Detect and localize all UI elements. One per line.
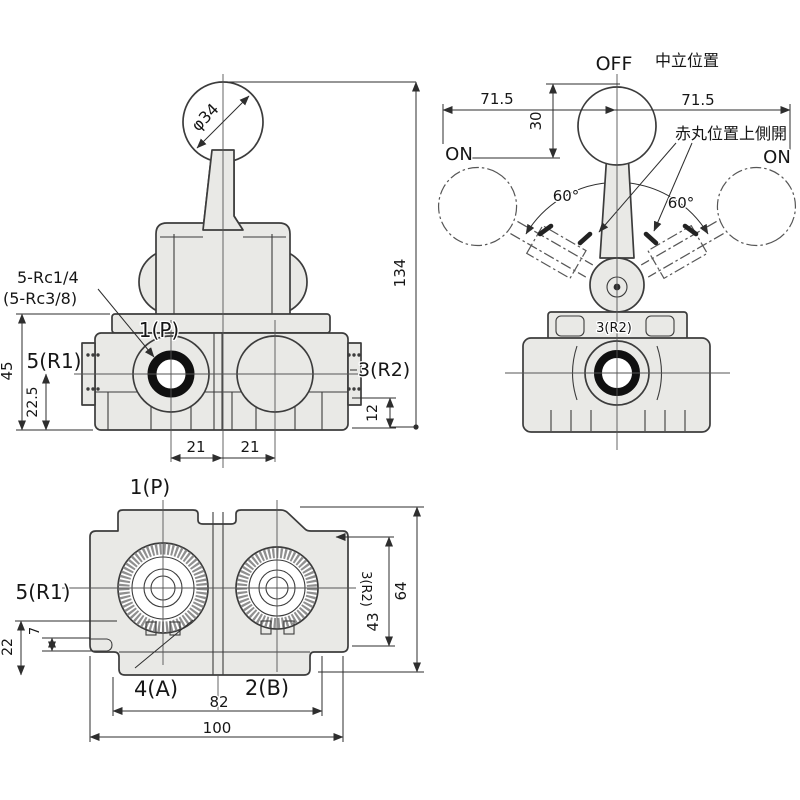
bottom-center-lines [62, 500, 356, 710]
dim-71-5-left: 71.5 [480, 90, 513, 108]
bottom-dim-64: 64 [392, 581, 410, 600]
front-thread-label-2: (5-Rc3/8) [3, 289, 77, 308]
bottom-dim-7: 7 [28, 627, 43, 635]
front-dim-12: 12 [365, 404, 381, 422]
bottom-dim-82: 82 [209, 693, 228, 711]
thread-dots [86, 353, 361, 391]
front-port-p-label: 1(P) [139, 318, 179, 342]
note-leader-left [598, 142, 677, 233]
port-a-leader [134, 619, 194, 669]
red-position-marks [537, 223, 699, 246]
bottom-dim-22: 22 [0, 638, 16, 656]
on-label-right: ON [763, 147, 791, 168]
front-dimensions [16, 81, 420, 462]
bottom-port-p-label: 1(P) [130, 475, 170, 499]
neutral-position-label: 中立位置 [655, 51, 719, 70]
bottom-dim-43: 43 [364, 612, 382, 631]
front-dim-21-left: 21 [186, 438, 205, 456]
lever-center-lines [505, 74, 730, 450]
front-dim-22-5: 22.5 [25, 386, 41, 417]
note-leader-right [653, 142, 693, 232]
front-view: φ34 5-Rc1/4 (5-Rc3/8) 1(P) 5(R1) 3(R2) 4… [0, 74, 420, 468]
lever-dimensions [442, 83, 791, 159]
angle-60-left: 60° [553, 187, 580, 205]
on-label-left: ON [445, 144, 473, 165]
off-label: OFF [596, 53, 633, 75]
lever-operation-view: OFF 中立位置 ON ON 71.5 71.5 30 60° 60° 赤丸位置… [437, 50, 797, 450]
dim-71-5-right: 71.5 [681, 91, 714, 109]
front-dim-45: 45 [0, 361, 16, 380]
bottom-port-r2-label: 3(R2) [358, 571, 373, 607]
front-dim-134: 134 [391, 259, 409, 288]
left-notch [89, 638, 113, 652]
bottom-port-b-label: 2(B) [245, 676, 289, 700]
bottom-parting-lines [212, 512, 224, 675]
angle-60-right: 60° [668, 194, 695, 212]
yoke-inner-lines [160, 234, 286, 316]
phantom-lever-right [640, 166, 797, 280]
bottom-dim-100: 100 [203, 719, 232, 737]
front-thread-label-1: 5-Rc1/4 [17, 268, 79, 287]
side-plate-slot-left [555, 315, 585, 337]
bottom-port-r1-label: 5(R1) [16, 580, 71, 604]
bottom-dimensions [15, 506, 424, 742]
phantom-lever-left [437, 166, 594, 280]
front-dim-21-right: 21 [240, 438, 259, 456]
side-plate-slot-right [645, 315, 675, 337]
side-body-slots [550, 410, 686, 431]
front-port-r2-label: 3(R2) [358, 359, 410, 381]
red-mark-note: 赤丸位置上側開 [675, 124, 787, 143]
dim-30: 30 [527, 111, 545, 130]
side-port-r2-label: 3(R2) [596, 321, 632, 336]
bottom-port-a-label: 4(A) [134, 677, 178, 701]
front-port-r1-label: 5(R1) [27, 349, 82, 373]
bottom-view: 1(P) 5(R1) 3(R2) 4(A) 2(B) 22 7 43 64 82… [0, 474, 424, 742]
